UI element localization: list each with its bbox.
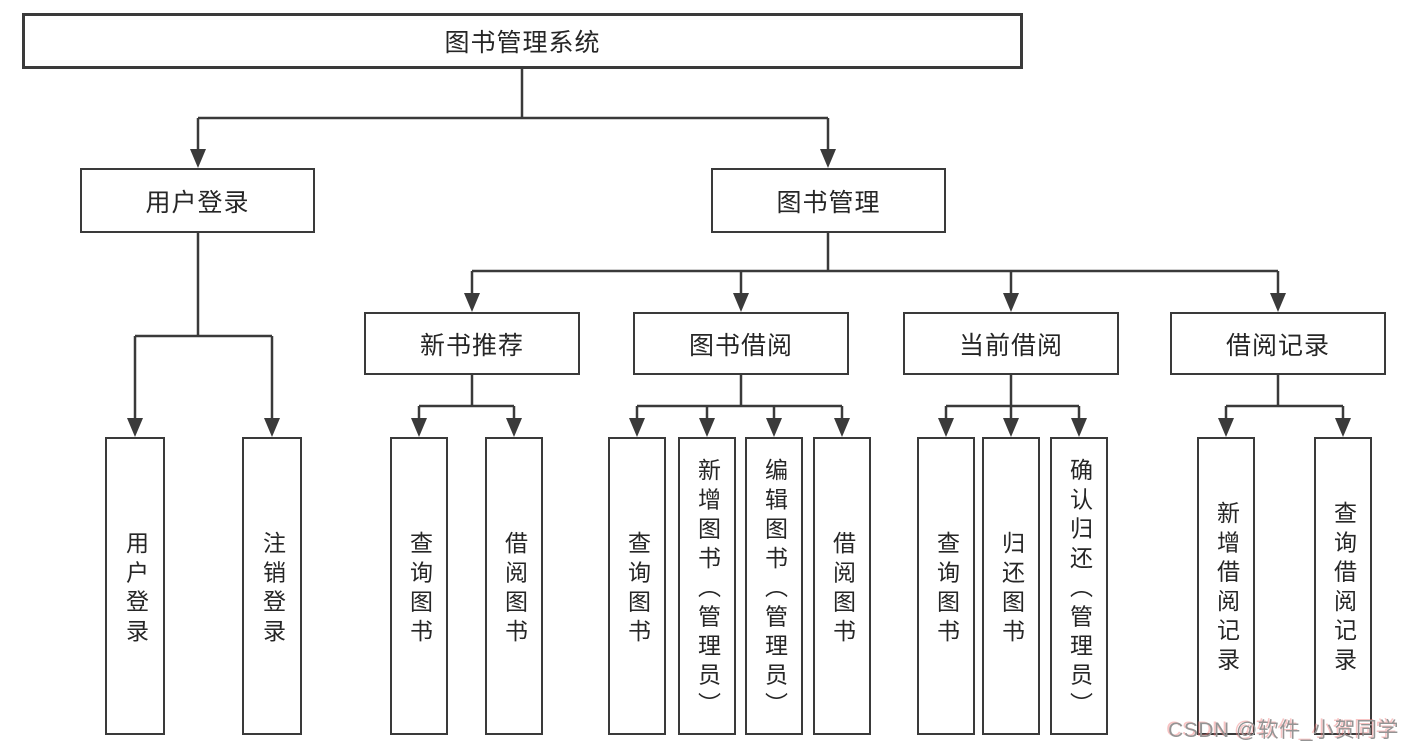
- leaf-borrow-book-label: 借阅图书: [829, 530, 856, 648]
- node-current-borrow-label: 当前借阅: [958, 331, 1063, 360]
- leaf-user-login-label: 用户登录: [122, 530, 149, 648]
- node-current-borrow: 当前借阅: [903, 312, 1119, 375]
- node-root-label: 图书管理系统: [444, 29, 601, 57]
- leaf-borrow-book-recommend: 借阅图书: [485, 437, 543, 735]
- node-book-management: 图书管理: [711, 168, 946, 233]
- node-borrow-records: 借阅记录: [1170, 312, 1386, 375]
- node-book-management-label: 图书管理: [776, 188, 881, 217]
- connector-book-borrow: [635, 375, 844, 420]
- leaf-confirm-return-admin: 确认归还（管理员）: [1050, 437, 1108, 735]
- node-book-borrow: 图书借阅: [633, 312, 849, 375]
- node-new-book-recommend: 新书推荐: [364, 312, 580, 375]
- leaf-logout-label: 注销登录: [259, 530, 286, 648]
- leaf-logout: 注销登录: [242, 437, 302, 735]
- connector-borrow-records: [1224, 375, 1345, 420]
- leaf-query-book-current-label: 查询图书: [933, 530, 960, 648]
- connector-book-management: [470, 233, 1280, 295]
- leaf-user-login: 用户登录: [105, 437, 165, 735]
- leaf-edit-book-admin: 编辑图书（管理员）: [745, 437, 803, 735]
- leaf-edit-book-admin-label: 编辑图书（管理员）: [761, 457, 788, 721]
- connector-current-borrow: [944, 375, 1081, 420]
- leaf-query-book-borrow: 查询图书: [608, 437, 666, 735]
- leaf-query-borrow-record-label: 查询借阅记录: [1330, 501, 1357, 677]
- leaf-borrow-book-recommend-label: 借阅图书: [501, 530, 528, 648]
- arrowheads-book-borrow: [629, 418, 850, 437]
- arrowheads-current-borrow: [938, 418, 1087, 437]
- leaf-return-book-label: 归还图书: [998, 530, 1025, 648]
- arrowheads-book-management: [464, 293, 1286, 312]
- leaf-add-book-admin-label: 新增图书（管理员）: [694, 457, 721, 721]
- node-new-book-recommend-label: 新书推荐: [419, 331, 524, 360]
- leaf-borrow-book: 借阅图书: [813, 437, 871, 735]
- node-user-login-label: 用户登录: [145, 188, 250, 217]
- arrowheads-root: [190, 149, 836, 168]
- node-borrow-records-label: 借阅记录: [1225, 331, 1330, 360]
- leaf-query-book-recommend-label: 查询图书: [406, 530, 433, 648]
- arrowheads-borrow-records: [1218, 418, 1351, 437]
- node-root: 图书管理系统: [22, 13, 1023, 69]
- node-book-borrow-label: 图书借阅: [688, 331, 793, 360]
- leaf-add-borrow-record: 新增借阅记录: [1197, 437, 1255, 735]
- leaf-confirm-return-admin-label: 确认归还（管理员）: [1066, 457, 1093, 721]
- leaf-query-book-borrow-label: 查询图书: [624, 530, 651, 648]
- arrowheads-new-book-recommend: [411, 418, 522, 437]
- csdn-watermark: CSDN @软件_小贺同学: [1168, 719, 1399, 742]
- connector-user-login: [133, 233, 274, 420]
- leaf-return-book: 归还图书: [982, 437, 1040, 735]
- connector-root: [196, 69, 830, 151]
- leaf-add-book-admin: 新增图书（管理员）: [678, 437, 736, 735]
- leaf-query-book-current: 查询图书: [917, 437, 975, 735]
- leaf-query-book-recommend: 查询图书: [390, 437, 448, 735]
- node-user-login: 用户登录: [80, 168, 315, 233]
- leaf-query-borrow-record: 查询借阅记录: [1314, 437, 1372, 735]
- leaf-add-borrow-record-label: 新增借阅记录: [1213, 501, 1240, 677]
- arrowheads-user-login: [127, 418, 280, 437]
- connector-new-book-recommend: [417, 375, 516, 420]
